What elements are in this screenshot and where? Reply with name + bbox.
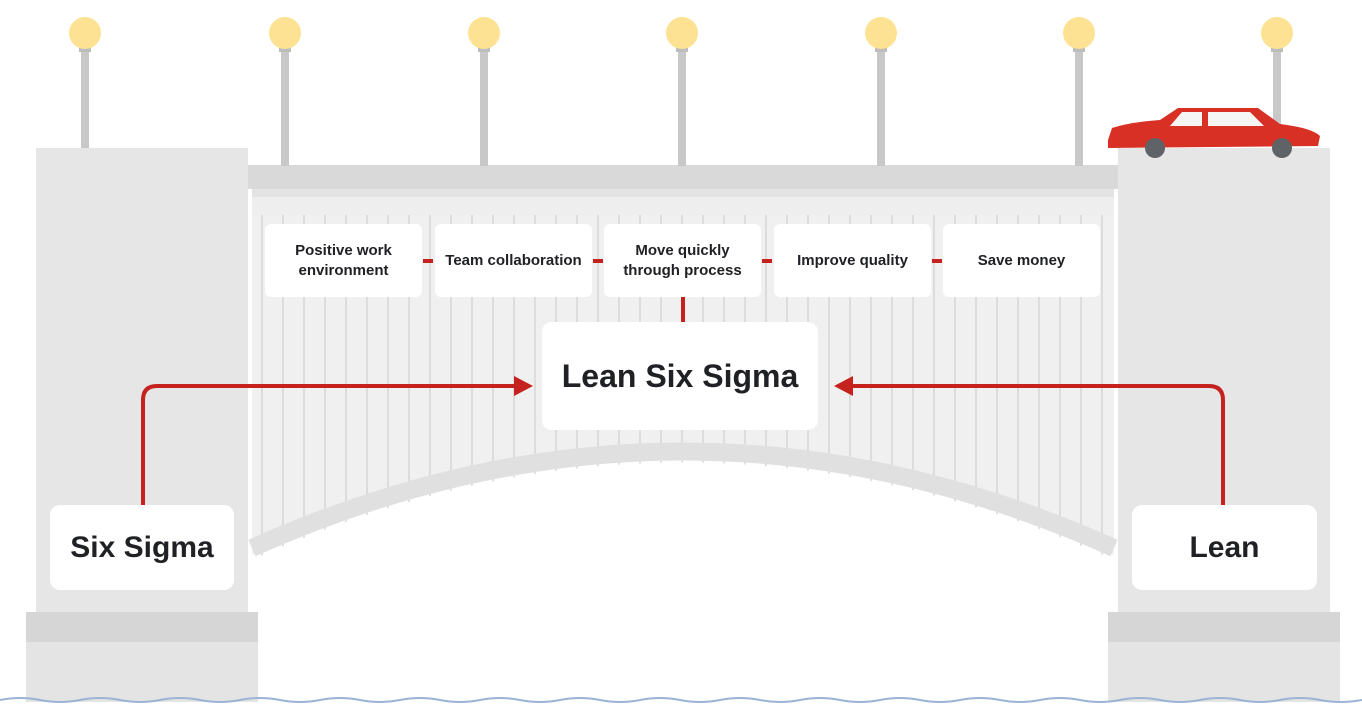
lamp-post-icon — [468, 17, 500, 166]
right-pillar-cap — [1108, 612, 1340, 642]
lean-six-sigma-box: Lean Six Sigma — [542, 322, 818, 430]
bridge-deck-top — [248, 165, 1118, 189]
left-arrow-path — [141, 384, 518, 505]
left-pillar-base — [26, 642, 258, 702]
benefit-positive-work-environment: Positive work environment — [265, 224, 422, 297]
car-icon — [1108, 108, 1320, 158]
benefit-team-collaboration: Team collaboration — [435, 224, 592, 297]
under-arch-space — [252, 462, 1114, 620]
benefit-connector — [932, 259, 942, 263]
bridge-arch-curve — [248, 442, 1118, 557]
left-pillar-cap — [26, 612, 258, 642]
bridge-deck-band — [252, 197, 1114, 215]
lamp-post-icon — [1261, 17, 1293, 148]
benefit-move-quickly: Move quickly through process — [604, 224, 761, 297]
six-sigma-box: Six Sigma — [50, 505, 234, 590]
benefit-connector — [762, 259, 772, 263]
lamp-post-icon — [1063, 17, 1095, 166]
lean-box: Lean — [1132, 505, 1317, 590]
lamp-post-icon — [69, 17, 101, 148]
lamp-post-icon — [666, 17, 698, 166]
bridge-deck-rail — [252, 189, 1114, 197]
arrow-right-icon — [514, 376, 533, 396]
right-pillar-base — [1108, 642, 1340, 702]
benefit-connector — [593, 259, 603, 263]
lamp-posts — [69, 17, 1293, 166]
lamp-post-icon — [865, 17, 897, 166]
benefit-improve-quality: Improve quality — [774, 224, 931, 297]
water-line — [0, 697, 1362, 703]
right-arrow-path — [850, 384, 1225, 505]
benefit-save-money: Save money — [943, 224, 1100, 297]
lamp-post-icon — [269, 17, 301, 166]
arrow-left-icon — [834, 376, 853, 396]
benefit-connector — [423, 259, 433, 263]
